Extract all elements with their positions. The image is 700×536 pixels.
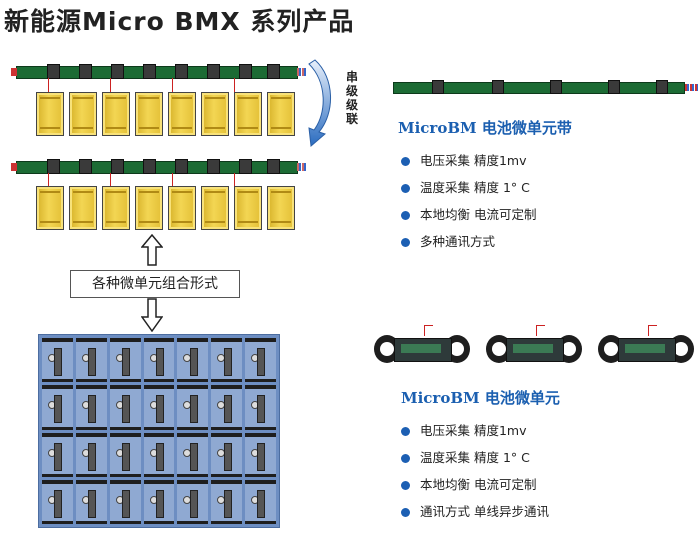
belt-feature: 温度采集 精度 1° C bbox=[401, 177, 530, 196]
microbm-unit-image bbox=[486, 325, 582, 365]
combination-label: 各种微单元组合形式 bbox=[70, 270, 240, 298]
microbm-unit-image bbox=[598, 325, 694, 365]
battery-cells bbox=[36, 186, 295, 230]
unit-feature: 温度采集 精度 1° C bbox=[401, 447, 530, 466]
microbm-belt-image bbox=[393, 80, 698, 94]
page-title: 新能源Micro BMX 系列产品 bbox=[4, 7, 355, 36]
belt-title: MicroBM 电池微单元带 bbox=[398, 119, 572, 137]
unit-title: MicroBM 电池微单元 bbox=[401, 389, 560, 407]
unit-feature: 本地均衡 电流可定制 bbox=[401, 474, 536, 493]
belt-feature: 本地均衡 电流可定制 bbox=[401, 204, 536, 223]
bullet-icon bbox=[401, 211, 410, 220]
microbm-unit-image bbox=[374, 325, 470, 365]
up-arrow-icon bbox=[141, 234, 163, 266]
unit-feature: 通讯方式 单线异步通讯 bbox=[401, 501, 549, 520]
series-label: 串 级 级 联 bbox=[345, 70, 358, 126]
cascade-arrow-icon bbox=[308, 59, 331, 147]
battery-pack-image bbox=[38, 334, 280, 528]
battery-cells bbox=[36, 92, 295, 136]
bullet-icon bbox=[401, 184, 410, 193]
belt-feature: 电压采集 精度1mv bbox=[401, 150, 527, 169]
pcb-strip bbox=[11, 64, 307, 79]
bullet-icon bbox=[401, 238, 410, 247]
unit-feature: 电压采集 精度1mv bbox=[401, 420, 527, 439]
bullet-icon bbox=[401, 481, 410, 490]
down-arrow-icon bbox=[141, 298, 163, 332]
bullet-icon bbox=[401, 508, 410, 517]
bullet-icon bbox=[401, 157, 410, 166]
bullet-icon bbox=[401, 427, 410, 436]
bullet-icon bbox=[401, 454, 410, 463]
pcb-strip bbox=[11, 159, 307, 174]
belt-feature: 多种通讯方式 bbox=[401, 231, 495, 250]
